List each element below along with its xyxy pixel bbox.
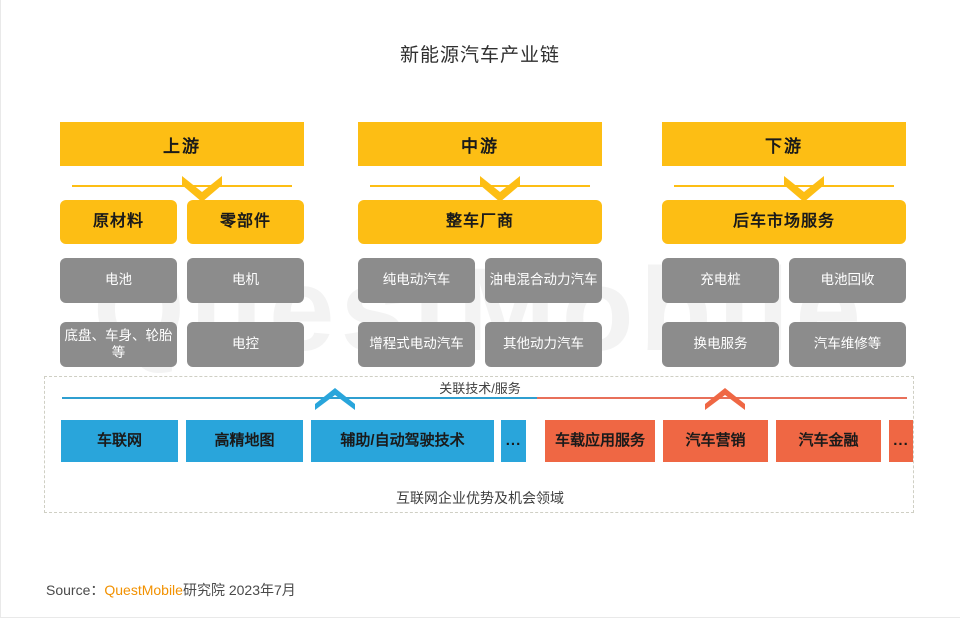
opportunity-area-container	[44, 376, 914, 513]
subbox-upstream-1: 原材料	[60, 200, 177, 244]
page-title: 新能源汽车产业链	[399, 45, 560, 66]
connector-line	[370, 185, 590, 187]
chevron-up-icon-blue	[315, 388, 355, 410]
blue-connector-line	[62, 397, 537, 399]
item-downstream-recycling: 电池回收	[789, 258, 906, 303]
chip-orange-more: ...	[889, 420, 913, 462]
item-midstream-bev: 纯电动汽车	[358, 258, 475, 303]
opportunity-caption: 互联网企业优势及机会领域	[396, 490, 564, 506]
chevron-up-icon-orange	[705, 388, 745, 410]
chip-orange-invehicle-apps: 车载应用服务	[545, 420, 655, 462]
item-downstream-swap: 换电服务	[662, 322, 779, 367]
orange-connector-line	[537, 397, 907, 399]
assoc-tech-label: 关联技术/服务	[439, 381, 521, 396]
connector-line	[674, 185, 894, 187]
item-upstream-econtrol: 电控	[187, 322, 304, 367]
column-header-midstream: 中游	[358, 122, 602, 166]
source-prefix: Source：	[46, 582, 105, 598]
subbox-upstream-2: 零部件	[187, 200, 304, 244]
chip-blue-more: ...	[501, 420, 526, 462]
chip-blue-autonomous: 辅助/自动驾驶技术	[311, 420, 494, 462]
item-midstream-hev: 油电混合动力汽车	[485, 258, 602, 303]
source-brand: QuestMobile	[104, 582, 183, 598]
connector-downstream	[674, 176, 894, 202]
item-downstream-charging: 充电桩	[662, 258, 779, 303]
chip-orange-finance: 汽车金融	[776, 420, 881, 462]
chip-orange-marketing: 汽车营销	[663, 420, 768, 462]
column-header-upstream: 上游	[60, 122, 304, 166]
chip-blue-iov: 车联网	[61, 420, 178, 462]
item-midstream-erev: 增程式电动汽车	[358, 322, 475, 367]
source-line: Source：QuestMobile研究院 2023年7月	[46, 580, 296, 600]
connector-midstream	[370, 176, 590, 202]
item-midstream-other: 其他动力汽车	[485, 322, 602, 367]
source-suffix: 研究院 2023年7月	[182, 582, 296, 598]
subbox-downstream-1: 后车市场服务	[662, 200, 906, 244]
column-header-downstream: 下游	[662, 122, 906, 166]
item-upstream-chassis: 底盘、车身、轮胎等	[60, 322, 177, 367]
frame-left-border	[0, 0, 1, 618]
subbox-midstream-1: 整车厂商	[358, 200, 602, 244]
connector-upstream	[72, 176, 292, 202]
item-downstream-repair: 汽车维修等	[789, 322, 906, 367]
connector-line	[72, 185, 292, 187]
item-upstream-battery: 电池	[60, 258, 177, 303]
chip-blue-hdmap: 高精地图	[186, 420, 303, 462]
item-upstream-motor: 电机	[187, 258, 304, 303]
